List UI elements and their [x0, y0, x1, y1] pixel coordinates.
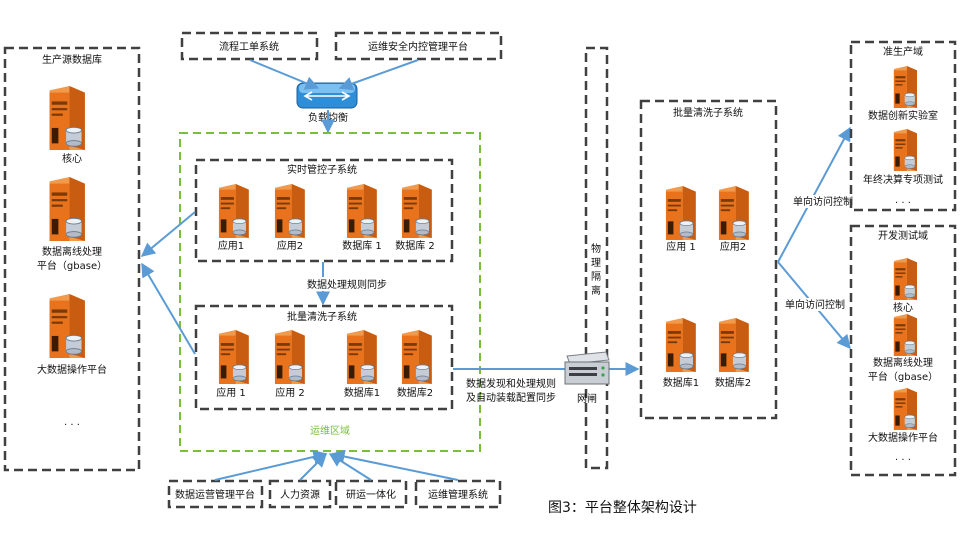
- workflow-box: 流程工单系统: [180, 31, 319, 61]
- production-db-title: 生产源数据库: [42, 53, 102, 66]
- dev-test-bigdata: 大数据操作平台: [868, 431, 938, 444]
- server-icon: [893, 314, 917, 356]
- dev-test-more: . . .: [895, 452, 911, 463]
- bottom-label-devops: 研运一体化: [346, 488, 396, 501]
- server-icon: [274, 330, 305, 384]
- bottom-box-devops: [334, 479, 408, 509]
- batch-inner-db2: 数据库2: [397, 386, 433, 399]
- server-icon: [401, 330, 432, 384]
- server-icon: [893, 258, 917, 300]
- pre-prod-lab: 数据创新实验室: [868, 109, 938, 122]
- server-icon: [48, 294, 85, 358]
- physical-isolation: 物 理 隔 离: [584, 46, 609, 470]
- workflow-label: 流程工单系统: [219, 40, 279, 53]
- server-icon: [346, 330, 377, 384]
- production-db-offline: 数据离线处理: [42, 245, 102, 258]
- pre-prod-more: . . .: [895, 195, 911, 206]
- bottom-box-hr: [268, 479, 332, 509]
- realtime-db2: 数据库 2: [395, 239, 435, 252]
- server-icon: [48, 86, 85, 150]
- security-box: 运维安全内控管理平台: [334, 31, 503, 61]
- server-icon: [274, 184, 305, 238]
- server-icon: [401, 184, 432, 238]
- server-icon: [893, 129, 917, 171]
- dev-test-title: 开发测试域: [878, 229, 928, 242]
- batch-right-db1: 数据库1: [663, 376, 699, 389]
- server-icon: [665, 318, 696, 372]
- one-way-label-1: 单向访问控制: [793, 195, 853, 208]
- gateway-label: 网闸: [577, 392, 597, 405]
- batch-right-app2: 应用2: [720, 240, 746, 253]
- sync-rules-label: 数据处理规则同步: [307, 278, 387, 291]
- batch-right-db2: 数据库2: [715, 376, 751, 389]
- server-icon: [218, 330, 249, 384]
- ops-zone-label: 运维区域: [310, 424, 350, 437]
- batch-inner-db1: 数据库1: [344, 386, 380, 399]
- dev-test-gbase: 平台（gbase）: [868, 370, 938, 383]
- batch-inner-subsystem: 批量清洗子系统 应用 1 应用 2 数据库1 数据库2: [194, 304, 454, 411]
- isolation-char-2: 理: [591, 257, 601, 269]
- pre-prod-title: 准生产域: [883, 45, 923, 58]
- bottom-label-ops-mgmt: 数据运营管理平台: [175, 488, 255, 501]
- production-db-box: 生产源数据库 核心 数据离线处理 平台（gbase） 大数据操作平台 . . .: [3, 46, 141, 472]
- load-balancer-icon: [303, 91, 351, 101]
- production-db-gbase: 平台（gbase）: [37, 259, 107, 272]
- realtime-app2: 应用2: [277, 239, 303, 252]
- bottom-systems: 数据运营管理平台 人力资源 研运一体化 运维管理系统: [167, 479, 502, 509]
- production-db-core: 核心: [62, 152, 82, 165]
- figure-caption: 图3：平台整体架构设计: [548, 500, 697, 516]
- discover-line2: 及自动装载配置同步: [466, 391, 556, 404]
- realtime-title: 实时管控子系统: [287, 163, 357, 176]
- server-icon: [893, 66, 917, 108]
- gateway: 网闸: [564, 351, 610, 405]
- isolation-char-4: 离: [591, 284, 601, 297]
- batch-right-app1: 应用 1: [666, 240, 696, 253]
- server-icon: [718, 318, 749, 372]
- batch-right-title: 批量清洗子系统: [673, 106, 743, 119]
- production-db-bigdata: 大数据操作平台: [37, 363, 107, 376]
- pre-prod-yearend: 年终决算专项测试: [863, 173, 943, 186]
- batch-right-subsystem: 批量清洗子系统 应用 1 应用2 数据库1 数据库2: [639, 99, 778, 420]
- server-icon: [48, 177, 85, 241]
- isolation-char-3: 隔: [591, 271, 601, 283]
- discover-line1: 数据发现和处理规则: [466, 377, 556, 390]
- server-icon: [346, 184, 377, 238]
- ops-zone: 运维区域: [179, 132, 481, 452]
- bottom-box-ops-mgmt: [167, 479, 264, 509]
- server-icon: [665, 186, 696, 240]
- pre-prod-zone: 准生产域 数据创新实验室 年终决算专项测试 . . .: [849, 40, 957, 212]
- server-icon: [893, 388, 917, 430]
- server-icon: [718, 186, 749, 240]
- server-icon: [218, 184, 249, 238]
- isolation-char-1: 物: [591, 242, 601, 255]
- batch-inner-title: 批量清洗子系统: [287, 310, 357, 323]
- batch-inner-app2: 应用 2: [275, 386, 305, 399]
- realtime-app1: 应用1: [218, 239, 244, 252]
- bottom-label-hr: 人力资源: [280, 488, 320, 501]
- security-label: 运维安全内控管理平台: [368, 40, 468, 53]
- dev-test-core: 核心: [893, 301, 913, 314]
- batch-inner-app1: 应用 1: [216, 386, 246, 399]
- bottom-label-ops-system: 运维管理系统: [428, 488, 488, 501]
- one-way-label-2: 单向访问控制: [785, 298, 845, 311]
- dev-test-offline: 数据离线处理: [873, 356, 933, 369]
- production-db-more: . . .: [64, 417, 80, 428]
- dev-test-zone: 开发测试域 核心 数据离线处理 平台（gbase） 大数据操作平台 . . .: [849, 224, 957, 477]
- realtime-subsystem: 实时管控子系统 应用1 应用2 数据库 1 数据库 2: [194, 158, 454, 263]
- realtime-db1: 数据库 1: [342, 239, 382, 252]
- bottom-box-ops-system: [414, 479, 502, 509]
